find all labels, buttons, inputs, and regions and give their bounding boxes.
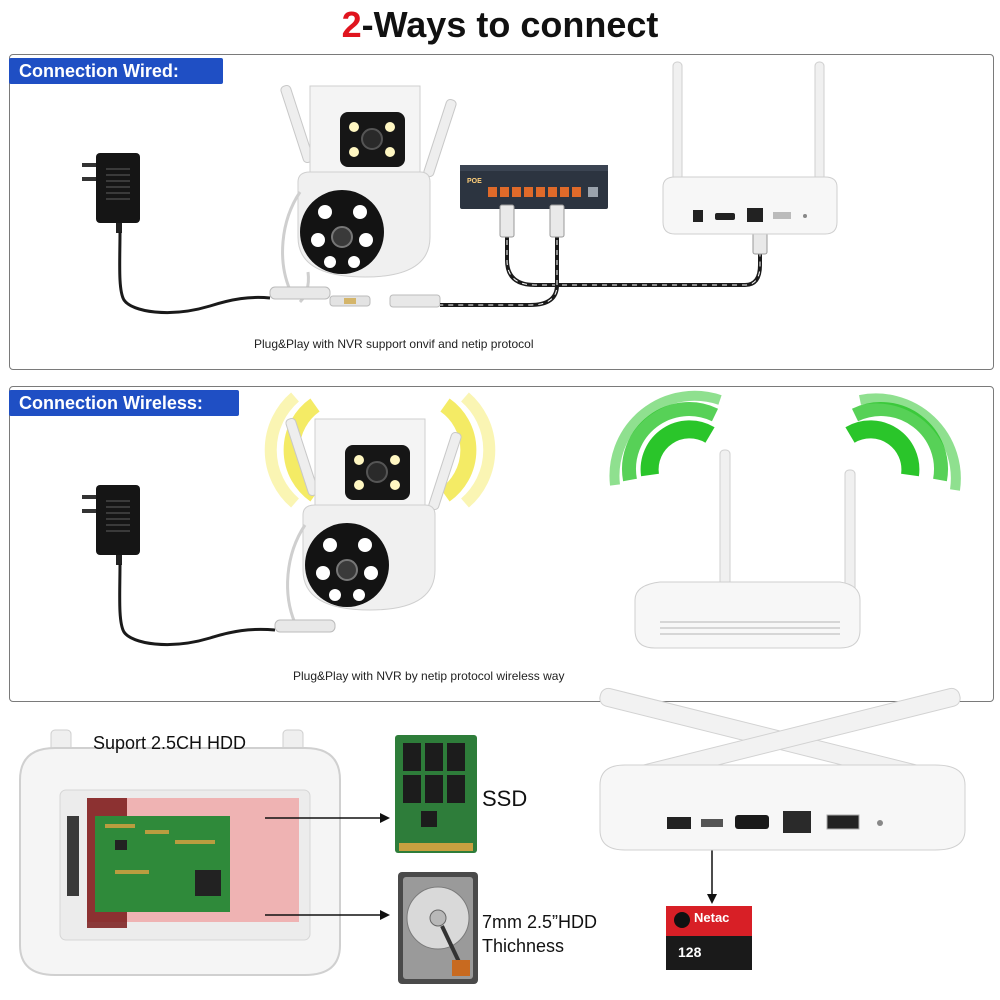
- page-title: 2-Ways to connect: [0, 2, 1000, 48]
- microsd-capacity: 128: [678, 944, 702, 960]
- ethernet-connector-icon: [329, 294, 441, 308]
- hdd-thickness-label: 7mm 2.5”HDD Thichness: [482, 910, 622, 958]
- ssd-icon: [395, 735, 477, 853]
- ptz-camera-icon: [269, 84, 457, 304]
- hdd-thickness-line1: 7mm 2.5”HDD: [482, 912, 598, 932]
- hdd-thickness-line2: Thichness: [482, 936, 565, 956]
- hdd-icon: [398, 872, 478, 984]
- microsd-card-icon: [666, 906, 752, 970]
- power-adapter-icon: [82, 153, 140, 233]
- poe-switch-label: POE: [467, 178, 482, 185]
- wireless-connection-panel: [9, 386, 994, 702]
- microsd-brand: Netac: [694, 910, 730, 925]
- ssd-label: SSD: [482, 786, 528, 811]
- wireless-caption: Plug&Play with NVR by netip protocol wir…: [293, 669, 565, 683]
- nvr-router-icon: [662, 61, 838, 235]
- power-adapter-icon: [82, 485, 140, 565]
- ptz-camera-icon: [274, 417, 462, 633]
- hdd-support-label: Suport 2.5CH HDD: [93, 733, 247, 753]
- wired-caption: Plug&Play with NVR support onvif and net…: [254, 337, 534, 351]
- poe-switch-icon: [460, 165, 608, 209]
- nvr-hdd-bay-image: [19, 729, 341, 976]
- wifi-camera-glow: [264, 392, 496, 508]
- title-accent: 2: [341, 4, 362, 45]
- title-text: -Ways to connect: [361, 4, 659, 45]
- wifi-signal-icon: [609, 390, 961, 491]
- wired-connection-badge: Connection Wired:: [9, 58, 223, 84]
- wireless-connection-badge: Connection Wireless:: [9, 390, 239, 416]
- nvr-router-icon: [634, 449, 861, 649]
- nvr-back-panel-image: [599, 687, 966, 851]
